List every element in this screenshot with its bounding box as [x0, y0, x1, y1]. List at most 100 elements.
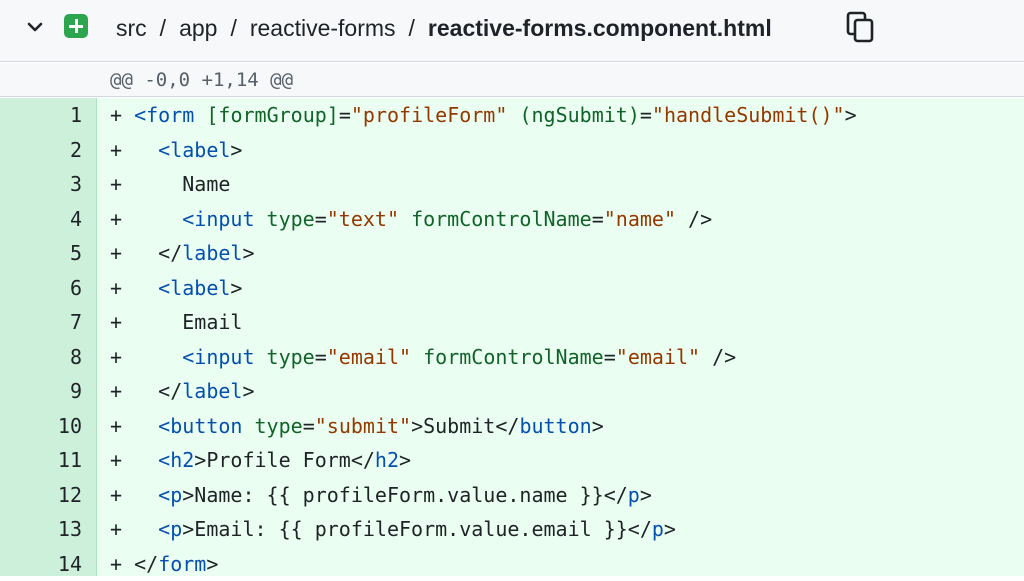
- code-line: + <label>: [110, 271, 242, 306]
- chevron-down-icon[interactable]: [24, 16, 46, 38]
- code-token: [formGroup]: [206, 103, 338, 127]
- code-token: <input: [182, 345, 254, 369]
- code-token: +: [110, 345, 182, 369]
- line-number[interactable]: 8: [0, 340, 82, 375]
- line-number[interactable]: 2: [0, 133, 82, 168]
- code-line: + <form [formGroup]="profileForm" (ngSub…: [110, 98, 857, 133]
- code-token: [242, 414, 254, 438]
- code-token: =: [339, 103, 351, 127]
- code-token: type: [255, 414, 303, 438]
- code-line: + <p>Email: {{ profileForm.value.email }…: [110, 512, 676, 547]
- breadcrumb-segment: src: [116, 15, 147, 42]
- code-token: [255, 345, 267, 369]
- line-number[interactable]: 13: [0, 512, 82, 547]
- code-token: >: [664, 517, 676, 541]
- code-token: >Profile Form</: [194, 448, 375, 472]
- line-number[interactable]: 6: [0, 271, 82, 306]
- diff-line: 13 + <p>Email: {{ profileForm.value.email…: [0, 512, 1024, 547]
- code-token: +: [110, 448, 158, 472]
- line-number[interactable]: 3: [0, 167, 82, 202]
- code-line: + </label>: [110, 236, 255, 271]
- code-token: label: [182, 241, 242, 265]
- line-number[interactable]: 11: [0, 443, 82, 478]
- code-token: </: [134, 552, 158, 576]
- line-number[interactable]: 5: [0, 236, 82, 271]
- code-token: form: [158, 552, 206, 576]
- code-token: >: [242, 379, 254, 403]
- code-line: + <input type="email" formControlName="e…: [110, 340, 736, 375]
- code-token: <label: [158, 276, 230, 300]
- code-token: >Submit</: [411, 414, 519, 438]
- code-token: +: [110, 172, 182, 196]
- code-token: +: [110, 517, 158, 541]
- diff-line: 2 + <label>: [0, 133, 1024, 168]
- code-token: <p: [158, 517, 182, 541]
- code-token: >: [230, 276, 242, 300]
- code-line: + <button type="submit">Submit</button>: [110, 409, 604, 444]
- code-token: />: [676, 207, 712, 231]
- hunk-range: @@ -0,0 +1,14 @@: [110, 69, 293, 91]
- code-token: >: [206, 552, 218, 576]
- diff-line: 9 + </label>: [0, 374, 1024, 409]
- copy-icon[interactable]: [845, 10, 875, 44]
- code-token: "email": [327, 345, 411, 369]
- code-token: formControlName: [411, 207, 592, 231]
- breadcrumb-segment: reactive-forms: [250, 15, 396, 42]
- diff-line: 7+ Email: [0, 305, 1024, 340]
- code-token: p: [652, 517, 664, 541]
- code-token: "name": [604, 207, 676, 231]
- code-line: + <input type="text" formControlName="na…: [110, 202, 712, 237]
- code-token: +: [110, 276, 158, 300]
- code-line: + <h2>Profile Form</h2>: [110, 443, 411, 478]
- code-token: <input: [182, 207, 254, 231]
- code-token: =: [604, 345, 616, 369]
- code-token: Name: [182, 172, 230, 196]
- code-token: "handleSubmit()": [652, 103, 845, 127]
- code-token: type: [267, 207, 315, 231]
- code-line: + <label>: [110, 133, 242, 168]
- line-number[interactable]: 4: [0, 202, 82, 237]
- diff-code-block: 1 + <form [formGroup]="profileForm" (ngSu…: [0, 98, 1024, 576]
- code-token: >: [592, 414, 604, 438]
- line-number[interactable]: 1: [0, 98, 82, 133]
- code-token: </: [158, 241, 182, 265]
- code-token: />: [700, 345, 736, 369]
- line-number[interactable]: 12: [0, 478, 82, 513]
- breadcrumb-segment: app: [179, 15, 217, 42]
- code-token: [507, 103, 519, 127]
- code-line: + </label>: [110, 374, 255, 409]
- code-token: "text": [327, 207, 399, 231]
- diff-line: 10 + <button type="submit">Submit</button…: [0, 409, 1024, 444]
- code-token: +: [110, 414, 158, 438]
- line-number[interactable]: 9: [0, 374, 82, 409]
- code-line: + <p>Name: {{ profileForm.value.name }}<…: [110, 478, 652, 513]
- line-number[interactable]: 10: [0, 409, 82, 444]
- code-token: >Name: {{ profileForm.value.name }}</: [182, 483, 628, 507]
- code-token: +: [110, 483, 158, 507]
- code-token: >: [242, 241, 254, 265]
- code-token: label: [182, 379, 242, 403]
- code-token: =: [592, 207, 604, 231]
- code-token: +: [110, 138, 158, 162]
- diff-line: 4 + <input type="text" formControlName="n…: [0, 202, 1024, 237]
- breadcrumb-separator: /: [160, 15, 166, 42]
- code-token: =: [315, 207, 327, 231]
- code-token: (ngSubmit): [519, 103, 639, 127]
- code-token: "email": [616, 345, 700, 369]
- code-token: +: [110, 241, 158, 265]
- code-token: formControlName: [423, 345, 604, 369]
- code-token: >Email: {{ profileForm.value.email }}</: [182, 517, 652, 541]
- code-token: >: [845, 103, 857, 127]
- code-token: >: [230, 138, 242, 162]
- code-token: <p: [158, 483, 182, 507]
- diff-line: 8 + <input type="email" formControlName="…: [0, 340, 1024, 375]
- breadcrumb-separator: /: [409, 15, 415, 42]
- code-token: <label: [158, 138, 230, 162]
- code-token: +: [110, 310, 182, 334]
- file-name[interactable]: reactive-forms.component.html: [428, 15, 772, 42]
- code-token: =: [303, 414, 315, 438]
- code-token: <button: [158, 414, 242, 438]
- line-number[interactable]: 7: [0, 305, 82, 340]
- diff-line: 3 + Name: [0, 167, 1024, 202]
- code-token: <h2: [158, 448, 194, 472]
